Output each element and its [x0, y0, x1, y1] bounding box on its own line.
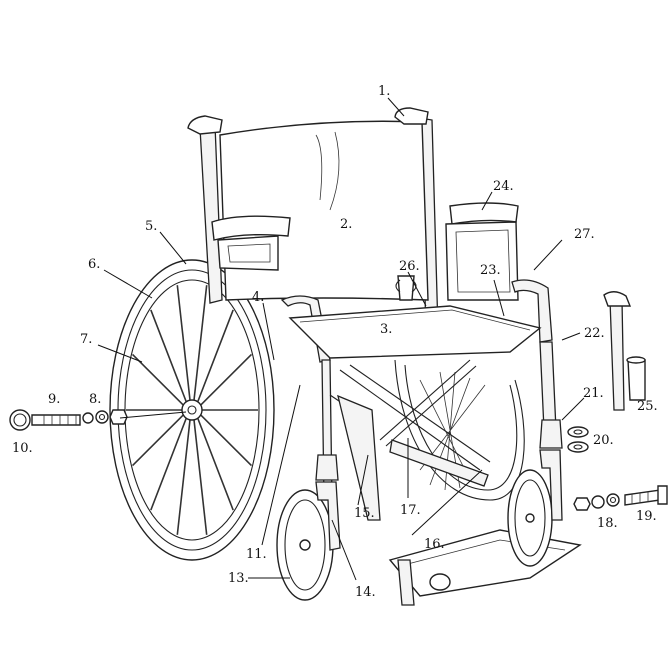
label-6: 6.	[88, 257, 100, 272]
wheel-spoke	[198, 412, 253, 467]
wheel-spoke	[196, 309, 234, 405]
part-26-clip	[395, 275, 417, 301]
label-14: 14.	[355, 585, 376, 600]
wheel-spoke	[198, 353, 253, 408]
wheel-spoke	[150, 415, 188, 511]
wheel-spoke	[176, 417, 192, 535]
wheel-spoke	[192, 285, 208, 403]
part-25	[603, 291, 646, 411]
label-10: 10.	[12, 441, 33, 456]
leader-lines	[97, 97, 585, 581]
wheel-spoke	[192, 417, 208, 535]
caster-left	[276, 454, 341, 601]
label-8: 8.	[89, 392, 101, 407]
label-13: 13.	[228, 571, 249, 586]
wheel-spoke	[150, 309, 188, 405]
label-27: 27.	[574, 227, 595, 242]
label-5: 5.	[145, 219, 157, 234]
wheel-spoke	[131, 353, 186, 408]
rear-wheel	[109, 259, 275, 561]
washers-20	[567, 426, 589, 453]
label-3: 3.	[380, 322, 392, 337]
label-2: 2.	[340, 217, 352, 232]
caster-right	[507, 419, 563, 567]
label-9: 9.	[48, 392, 60, 407]
label-25: 25.	[637, 399, 658, 414]
wheel-spoke	[131, 412, 186, 467]
label-23: 23.	[480, 263, 501, 278]
wheel-spoke	[196, 415, 234, 511]
label-18: 18.	[597, 516, 618, 531]
label-15: 15.	[354, 506, 375, 521]
label-26: 26.	[399, 259, 420, 274]
label-11: 11.	[246, 547, 267, 562]
label-4: 4.	[252, 290, 264, 305]
label-20: 20.	[593, 433, 614, 448]
label-22: 22.	[584, 326, 605, 341]
armrest-right	[445, 202, 553, 343]
label-24: 24.	[493, 179, 514, 194]
rear-wheel-far	[394, 359, 525, 501]
wheel-spoke	[176, 285, 192, 403]
label-7: 7.	[80, 332, 92, 347]
label-19: 19.	[636, 509, 657, 524]
axle-parts-right	[573, 485, 668, 511]
label-1: 1.	[378, 84, 390, 99]
label-16: 16.	[424, 537, 445, 552]
label-21: 21.	[583, 386, 604, 401]
part-labels: 1. 2. 3. 4. 5. 6. 7. 8. 9. 10. 11. 13. 1…	[12, 84, 658, 600]
label-17: 17.	[400, 503, 421, 518]
footrest	[388, 529, 582, 606]
seat	[288, 305, 542, 359]
axle-parts-left	[9, 409, 128, 431]
